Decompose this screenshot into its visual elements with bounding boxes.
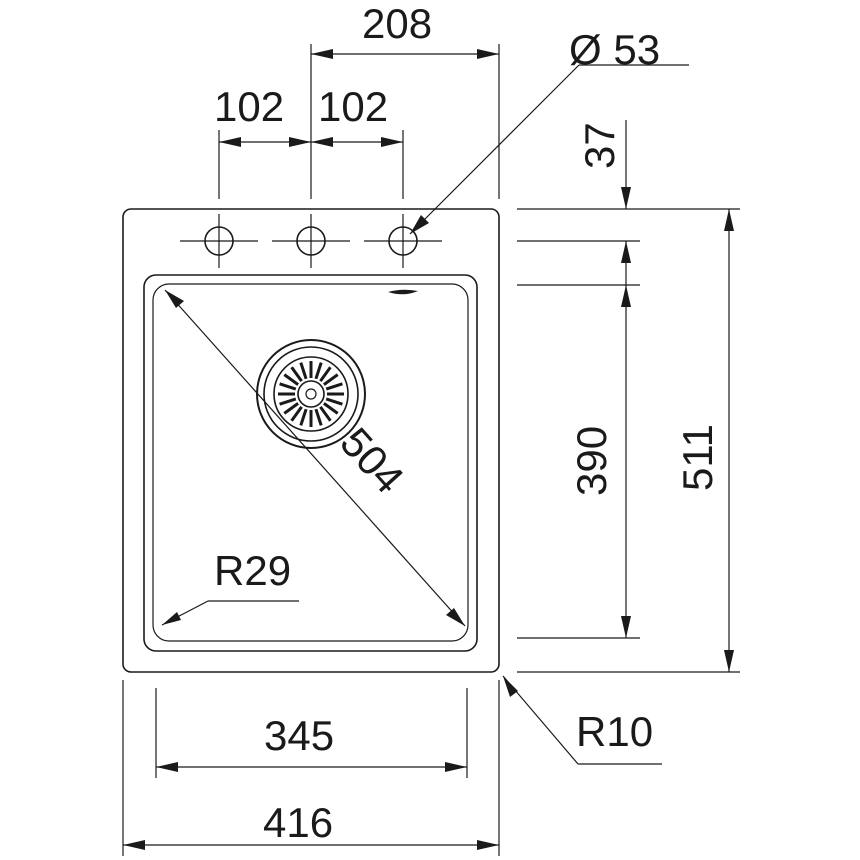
- strainer-slot: [290, 366, 303, 382]
- overflow-slot: [388, 289, 418, 295]
- dim-208-arrow-right: [477, 49, 499, 59]
- strainer-slot: [314, 362, 323, 380]
- dim-345-arrow-right: [445, 762, 467, 772]
- dim-37-arrow-bottom: [621, 241, 631, 263]
- tap-hole-diameter-arrowhead: [410, 215, 429, 234]
- tap-hole-left: [180, 214, 258, 268]
- dim-102-right-arrow-b: [381, 137, 403, 147]
- diagonal-arrowhead-top: [165, 290, 184, 308]
- strainer-slot: [325, 382, 343, 391]
- dim-390-label: 390: [568, 426, 615, 496]
- dim-102-right-label: 102: [318, 83, 388, 130]
- strainer-slot: [299, 362, 308, 380]
- dim-102-left-arrow-a: [219, 137, 241, 147]
- strainer-slot: [290, 406, 303, 422]
- dim-37-arrow-top: [621, 187, 631, 209]
- dim-511-label: 511: [674, 424, 721, 491]
- diagonal-arrowhead-bottom: [446, 608, 465, 626]
- dim-390-arrow-bottom: [621, 616, 631, 638]
- strainer-slot: [325, 397, 343, 406]
- bowl-corner-radius-arrowhead: [162, 612, 181, 625]
- dim-416-arrow-left: [123, 840, 145, 850]
- dim-345-arrow-left: [156, 762, 178, 772]
- strainer-slot: [279, 397, 297, 406]
- strainer-slot: [323, 402, 339, 415]
- outer-radius-label: R10: [576, 708, 653, 755]
- strainer-slot: [319, 366, 332, 382]
- strainer-slot: [314, 408, 323, 426]
- dim-208-label: 208: [362, 0, 432, 47]
- dim-102-left-arrow-b: [289, 137, 311, 147]
- dim-37-label: 37: [576, 122, 623, 169]
- bowl-outer-outline: [143, 274, 478, 652]
- dim-208-arrow-left: [311, 49, 333, 59]
- diagonal-dimension-line: [164, 289, 466, 627]
- dim-102-left-label: 102: [214, 83, 284, 130]
- tap-hole-right: [364, 214, 442, 268]
- strainer-slot: [323, 373, 339, 386]
- tap-hole-diameter-label: Ø 53: [569, 26, 660, 73]
- dim-511-arrow-bottom: [724, 650, 734, 672]
- strainer-slot: [283, 373, 299, 386]
- dim-416-label: 416: [263, 799, 333, 846]
- sink-outer-outline: [122, 208, 500, 673]
- outer-radius-arrowhead: [503, 676, 518, 697]
- drain-strainer: [256, 339, 366, 449]
- dim-511-arrow-top: [724, 209, 734, 231]
- tap-hole-diameter-leader: [409, 64, 580, 235]
- bowl-corner-radius-label: R29: [214, 547, 291, 594]
- bowl-inner-outline: [152, 283, 469, 642]
- dim-102-right-arrow-a: [311, 137, 333, 147]
- strainer-slot: [299, 408, 308, 426]
- strainer-slot: [283, 402, 299, 415]
- strainer-slot: [279, 382, 297, 391]
- dim-390-arrow-top: [621, 285, 631, 307]
- strainer-slot: [319, 406, 332, 422]
- dim-345-label: 345: [264, 712, 334, 759]
- tap-hole-center: [272, 214, 350, 268]
- dim-416-arrow-right: [477, 840, 499, 850]
